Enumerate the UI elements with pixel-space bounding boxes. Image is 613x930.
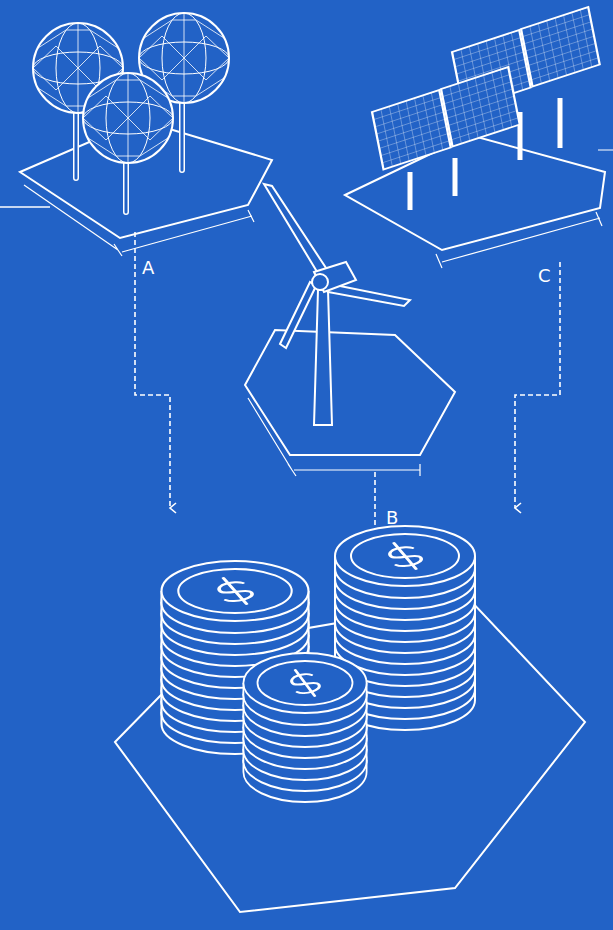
trees-illustration: [20, 13, 272, 256]
flow-arrow: [135, 232, 560, 548]
coins-illustration: [115, 526, 585, 912]
section-letter: A: [142, 258, 154, 278]
section-letter: C: [538, 266, 551, 286]
solar-illustration: [345, 7, 613, 268]
edge-line: [0, 206, 50, 208]
wind-turbine-illustration: [245, 184, 455, 476]
section-letter: B: [386, 508, 398, 528]
